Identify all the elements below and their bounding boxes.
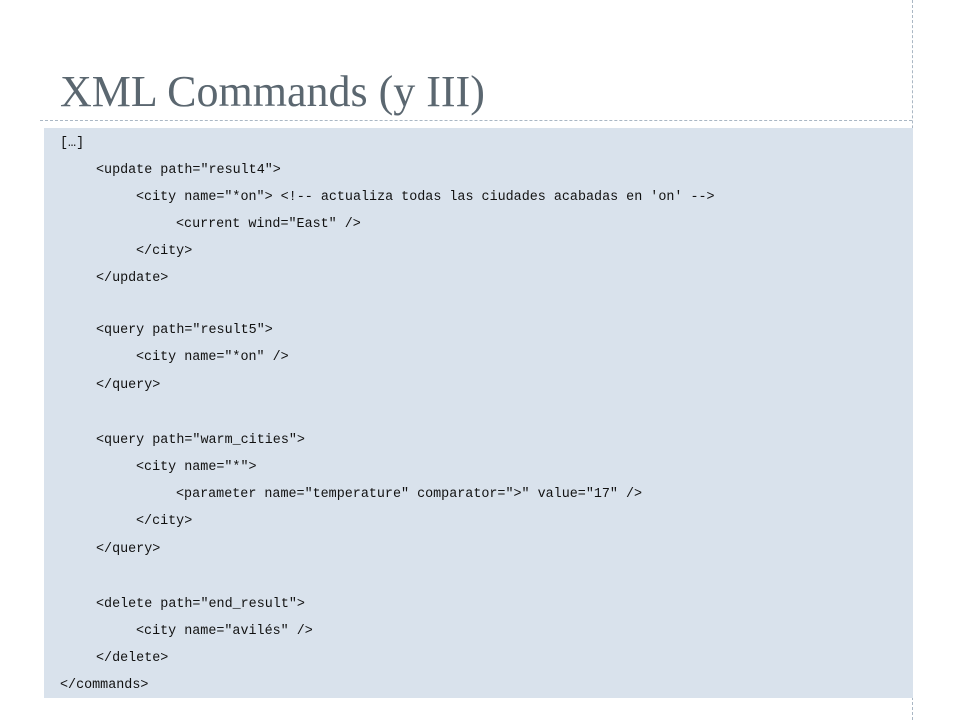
code-line-city-close: </city>: [136, 244, 193, 259]
code-line-query-close: </query>: [96, 542, 161, 557]
code-line-city-on: <city name="*on" />: [136, 350, 289, 365]
code-line-query-warm-open: <query path="warm_cities">: [96, 433, 305, 448]
title-divider: [40, 120, 912, 121]
code-line-city-close: </city>: [136, 514, 193, 529]
code-block: […] <update path="result4"> <city name="…: [44, 128, 913, 698]
slide-title: XML Commands (y III): [60, 67, 485, 116]
code-line-commands-close: </commands>: [60, 678, 149, 693]
code-line-city-on-comment: <city name="*on"> <!-- actualiza todas l…: [136, 190, 715, 205]
code-line-city-aviles: <city name="avilés" />: [136, 624, 313, 639]
code-line-query-close: </query>: [96, 378, 161, 393]
code-line-delete-open: <delete path="end_result">: [96, 597, 305, 612]
code-line-update-close: </update>: [96, 271, 169, 286]
code-line-ellipsis: […]: [60, 136, 85, 151]
code-line-delete-close: </delete>: [96, 651, 169, 666]
code-line-current-wind: <current wind="East" />: [176, 217, 361, 232]
code-line-query-result5-open: <query path="result5">: [96, 323, 273, 338]
code-line-parameter: <parameter name="temperature" comparator…: [176, 487, 643, 502]
code-line-city-star: <city name="*">: [136, 460, 257, 475]
code-line-update-open: <update path="result4">: [96, 163, 281, 178]
